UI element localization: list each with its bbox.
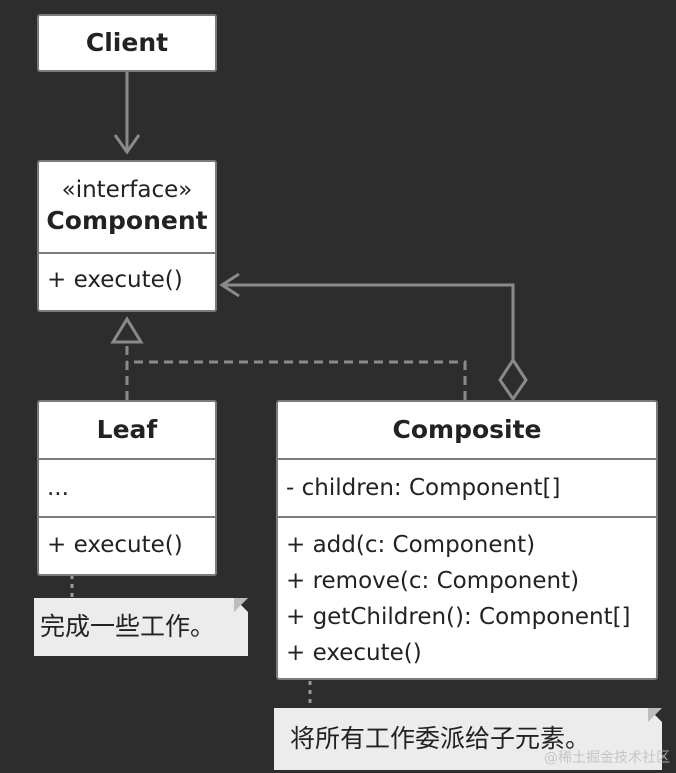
leaf-class-title: Leaf — [96, 415, 158, 444]
aggregation-diamond — [498, 357, 528, 402]
composite-field: - children: Component[] — [286, 475, 561, 501]
leaf-field: ... — [47, 475, 69, 501]
leaf-class-box: Leaf ... + execute() — [37, 400, 217, 576]
component-interface-box: «interface» Component + execute() — [37, 160, 217, 312]
leaf-note-text: 完成一些工作。 — [40, 612, 216, 641]
composite-method: + remove(c: Component) — [286, 568, 580, 594]
composite-note: 将所有工作委派给子元素。 — [274, 708, 662, 770]
leaf-methods-row: + execute() — [39, 516, 215, 572]
composite-class-box: Composite - children: Component[] + add(… — [276, 400, 658, 680]
composite-realization-line — [127, 360, 467, 400]
composite-methods-row: + add(c: Component) + remove(c: Componen… — [278, 516, 656, 671]
composite-method: + add(c: Component) — [286, 532, 536, 558]
composite-note-text: 将所有工作委派给子元素。 — [290, 724, 591, 753]
client-class-box: Client — [37, 14, 217, 72]
composite-class-title: Composite — [392, 415, 542, 444]
component-interface-title: Component — [46, 206, 208, 235]
component-method: + execute() — [47, 267, 183, 293]
composite-method: + execute() — [286, 640, 422, 666]
client-to-component-arrowhead — [113, 134, 141, 155]
leaf-method: + execute() — [47, 532, 183, 558]
composite-method: + getChildren(): Component[] — [286, 604, 631, 630]
client-class-title: Client — [85, 28, 169, 57]
component-stereotype: «interface» — [61, 177, 193, 203]
leaf-note: 完成一些工作。 — [34, 598, 248, 656]
aggregation-line — [222, 283, 515, 360]
note-fold-icon — [648, 708, 662, 722]
leaf-fields-row: ... — [39, 458, 215, 516]
note-fold-icon — [234, 598, 248, 612]
composite-fields-row: - children: Component[] — [278, 458, 656, 516]
watermark-text: @稀土掘金技术社区 — [544, 750, 670, 766]
component-method-row: + execute() — [39, 252, 215, 306]
realization-triangle — [110, 316, 144, 344]
aggregation-arrowhead — [219, 272, 240, 298]
